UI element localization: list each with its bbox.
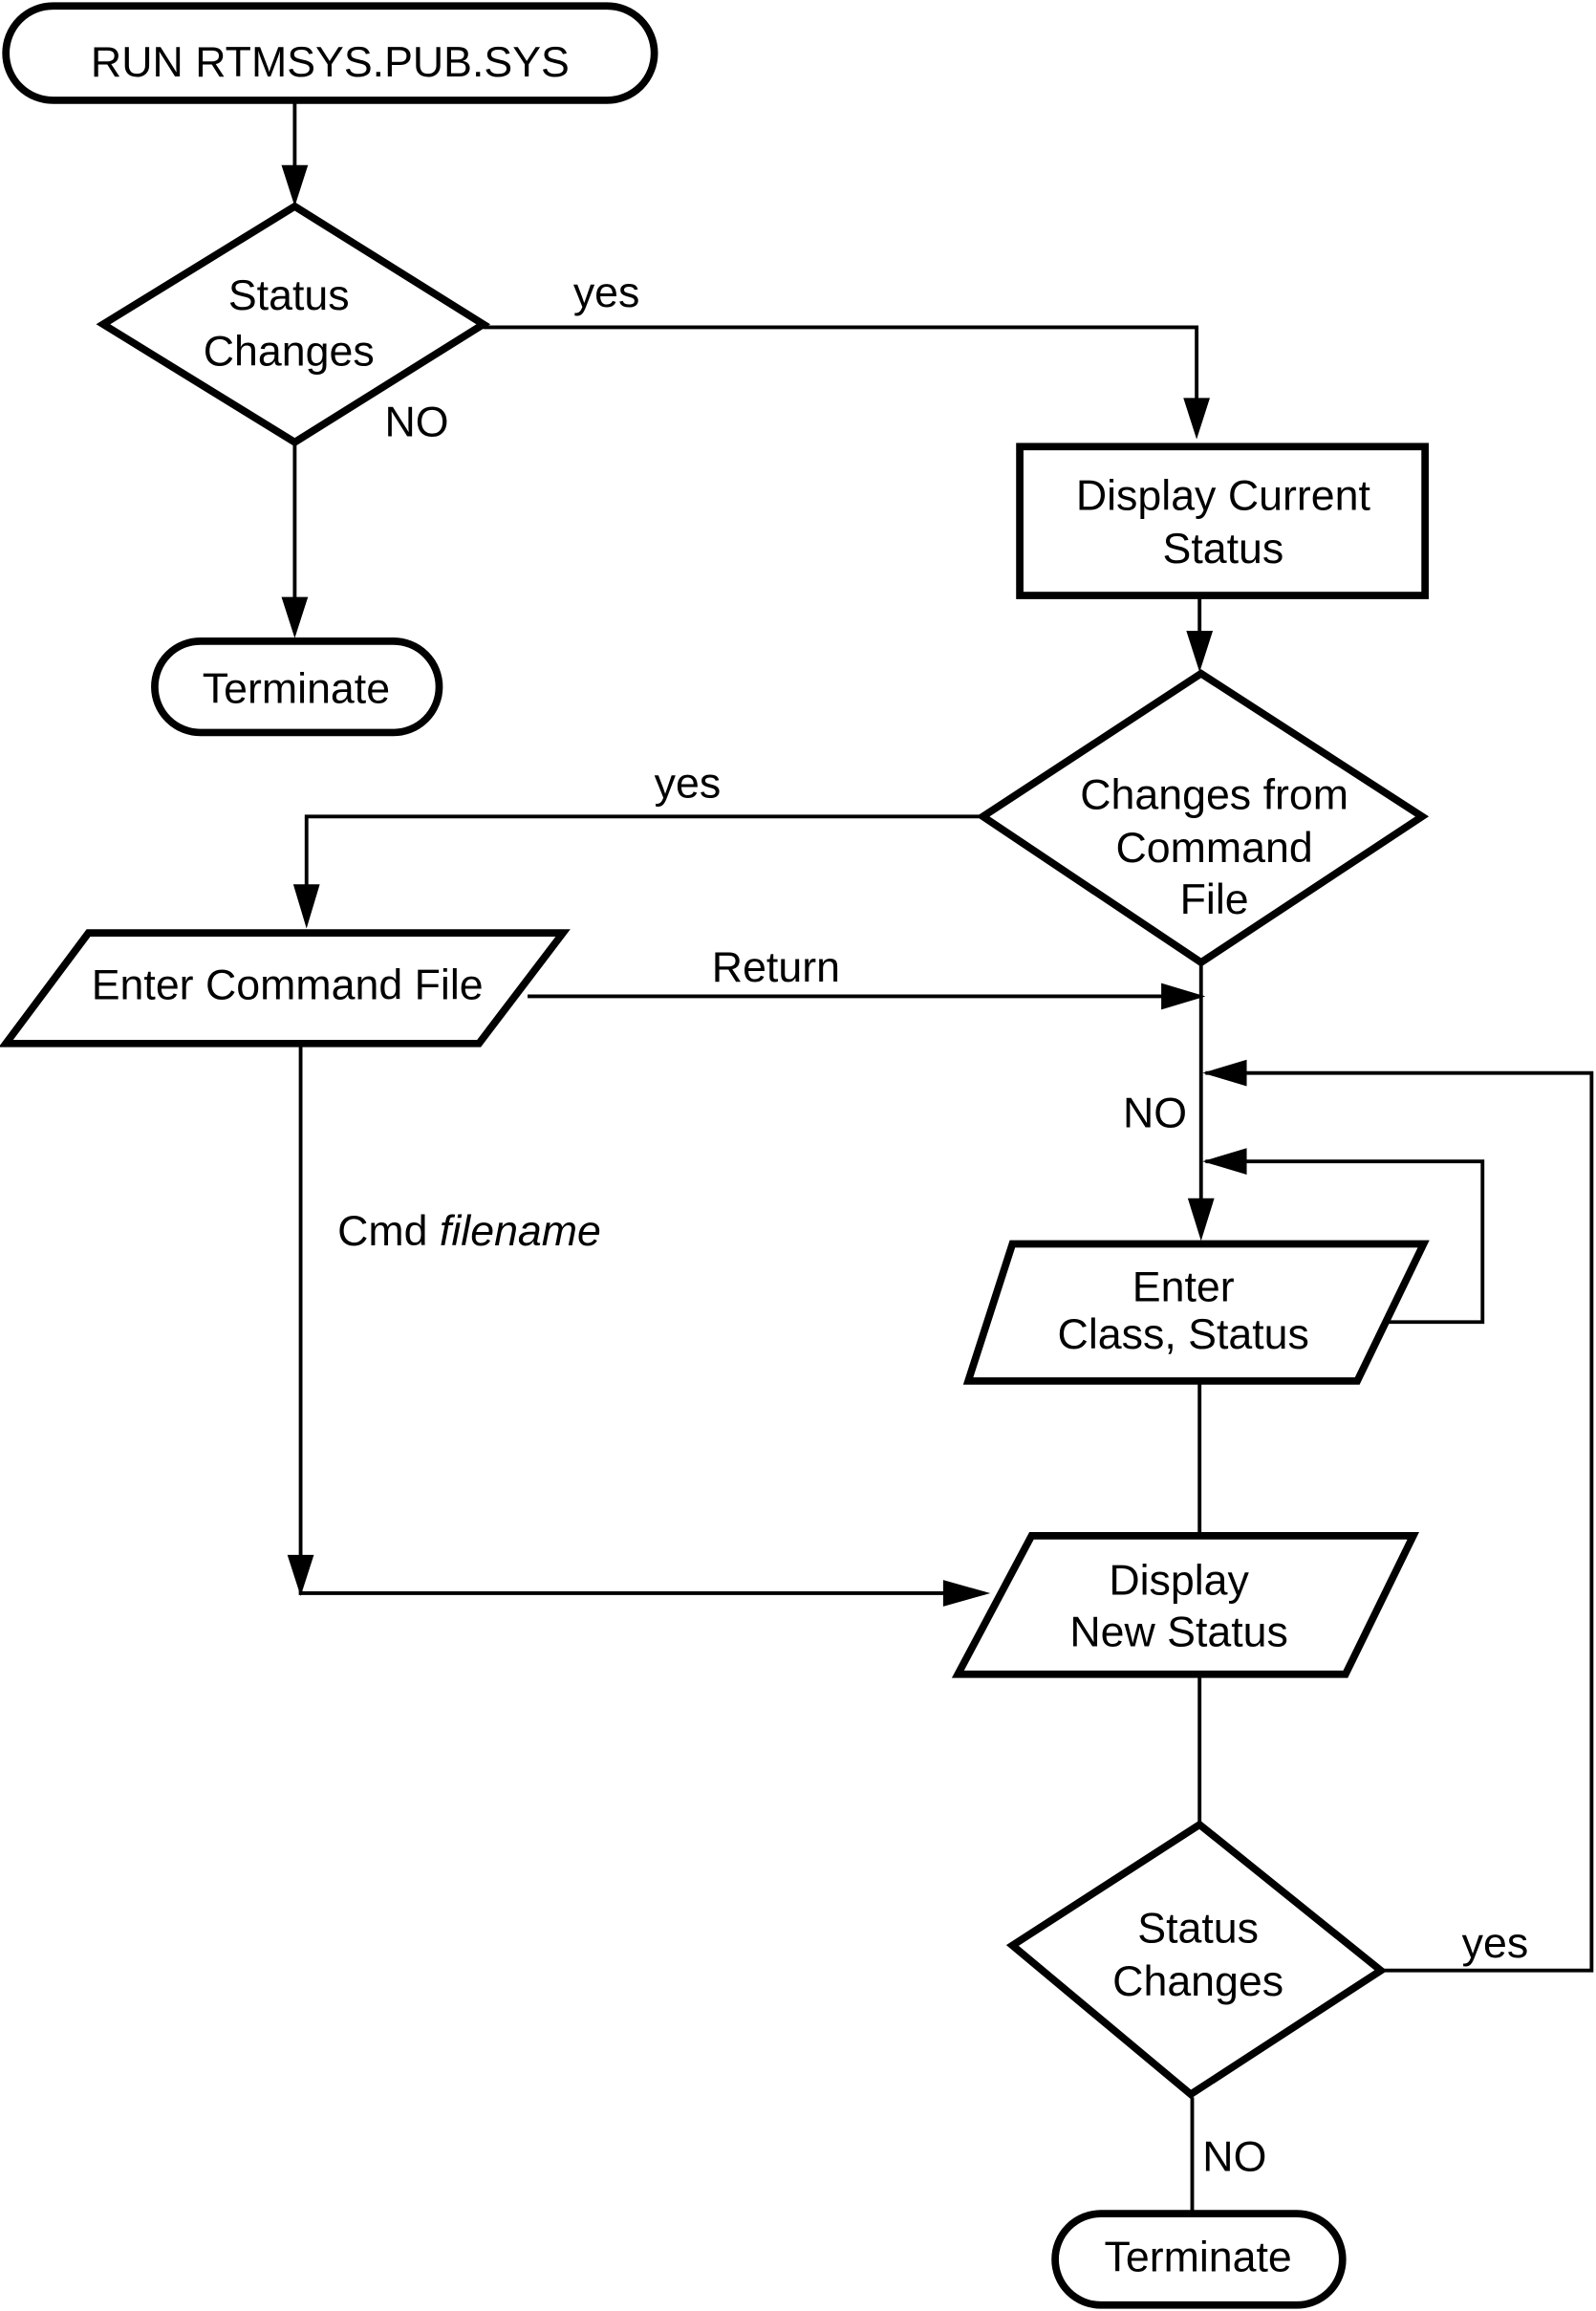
node-enter-command-file: Enter Command File — [0, 929, 571, 1048]
node-decision2: Changes from Command File — [976, 669, 1430, 967]
label-decision2-yes: yes — [655, 760, 722, 807]
terminal-shape — [151, 637, 443, 737]
arrowhead-down-decision1 — [281, 164, 309, 206]
arrowheads — [281, 164, 1247, 1607]
decision-shape — [1005, 1820, 1388, 2100]
io-shape — [962, 1240, 1430, 1385]
terminal-shape — [1051, 2210, 1347, 2309]
label-decision2-no: NO — [1123, 1091, 1187, 1137]
node-display-new-status-line2: New Status — [1069, 1609, 1288, 1655]
node-display-new-status: Display New Status — [951, 1531, 1419, 1678]
io-shape — [0, 929, 571, 1048]
node-display-current: Display Current Status — [1016, 443, 1429, 599]
node-decision2-line1: Changes from — [1080, 772, 1348, 819]
node-decision3: Status Changes — [1005, 1820, 1388, 2100]
node-display-current-line2: Status — [1163, 526, 1284, 572]
node-decision2-line2: Command — [1116, 825, 1313, 872]
label-cmd-prefix: Cmd — [337, 1208, 427, 1255]
label-decision1-yes: yes — [573, 270, 640, 316]
node-terminate2: Terminate — [1051, 2210, 1347, 2309]
node-decision3-line2: Changes — [1112, 1958, 1283, 2005]
label-cmd-filename-italic: filename — [440, 1208, 601, 1255]
node-display-current-line1: Display Current — [1076, 473, 1371, 520]
label-cmd-filename: Cmd filename — [337, 1208, 601, 1255]
terminal-shape — [2, 2, 658, 104]
node-enter-class-status-line1: Enter — [1132, 1264, 1235, 1311]
edge-decision3-yes — [1205, 1070, 1594, 1973]
io-shape — [951, 1531, 1419, 1678]
arrowhead-down-decision2 — [1186, 631, 1214, 673]
edge-decision2-yes — [304, 814, 981, 921]
decision-shape — [976, 669, 1430, 967]
arrowhead-left-decision3-loop — [1202, 1059, 1247, 1087]
node-decision2-line3: File — [1180, 876, 1249, 923]
arrowhead-down-cmd-filename — [287, 1554, 314, 1597]
node-terminate1-label: Terminate — [203, 666, 390, 713]
node-decision1-line1: Status — [228, 272, 350, 319]
node-start: RUN RTMSYS.PUB.SYS — [2, 2, 658, 104]
decision-shape — [96, 202, 491, 447]
node-enter-command-file-label: Enter Command File — [92, 962, 484, 1009]
connectors — [292, 99, 1594, 2212]
node-decision1: Status Changes — [96, 202, 491, 447]
label-decision3-yes: yes — [1462, 1920, 1529, 1967]
node-decision3-line1: Status — [1137, 1905, 1259, 1952]
label-return: Return — [712, 944, 840, 991]
arrowhead-right-return — [1161, 983, 1206, 1010]
arrowhead-down-enter-class-status — [1187, 1198, 1215, 1242]
node-start-label: RUN RTMSYS.PUB.SYS — [91, 39, 570, 86]
arrowhead-left-class-status-loop — [1202, 1148, 1247, 1176]
edge-class-status-loop — [1205, 1159, 1485, 1325]
arrowhead-right-display-new — [942, 1580, 991, 1607]
arrowhead-down-terminate1 — [281, 596, 309, 638]
arrowhead-down-display-current — [1183, 398, 1210, 440]
label-decision1-no: NO — [384, 399, 448, 445]
node-enter-class-status: Enter Class, Status — [962, 1240, 1430, 1385]
label-decision3-no: NO — [1202, 2133, 1266, 2180]
node-decision1-line2: Changes — [204, 328, 375, 375]
node-terminate1: Terminate — [151, 637, 443, 737]
node-display-new-status-line1: Display — [1109, 1558, 1249, 1605]
edge-cmd-filename — [298, 1045, 985, 1595]
node-enter-class-status-line2: Class, Status — [1058, 1311, 1309, 1358]
node-terminate2-label: Terminate — [1105, 2234, 1292, 2280]
edge-labels: yes NO yes Return NO Cmd filename yes NO — [337, 270, 1528, 2181]
process-shape — [1016, 443, 1429, 599]
edge-decision1-yes — [483, 325, 1199, 431]
arrowhead-down-enter-command-file — [292, 884, 320, 929]
